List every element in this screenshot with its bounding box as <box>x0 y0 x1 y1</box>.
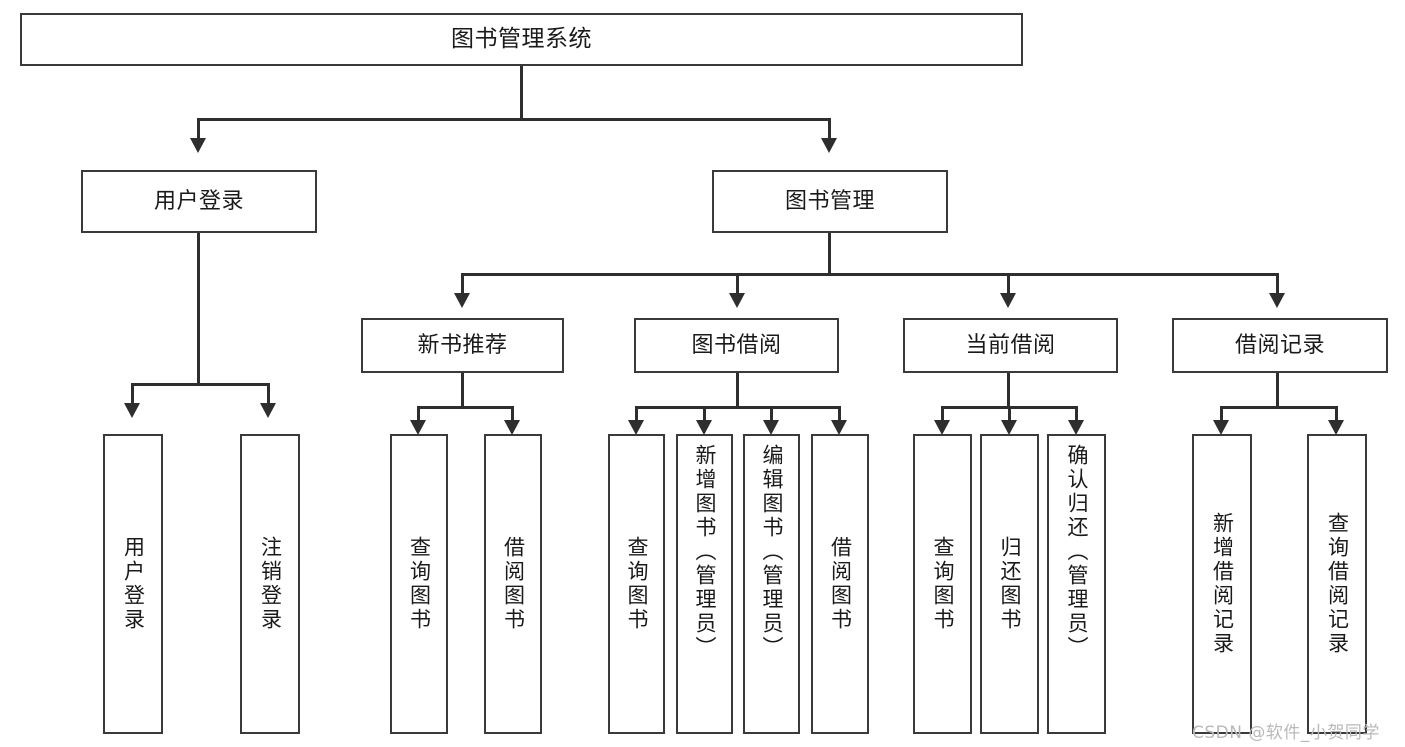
node-label: 借阅图书 <box>501 536 526 632</box>
node-label: 用户登录 <box>121 536 146 632</box>
node-label: 查询图书 <box>625 536 649 632</box>
connector-bb-leaf2 <box>703 406 706 422</box>
node-label: 查询图书 <box>931 536 955 632</box>
connector-cb-leaf2 <box>1008 406 1011 422</box>
connector-bm-to-new-book <box>461 273 464 295</box>
node-borrow-record[interactable]: 借阅记录 <box>1172 318 1388 373</box>
connector-root-to-book-manage <box>828 118 831 140</box>
arrowhead-br-leaf1 <box>1213 420 1229 435</box>
node-label: 注销登录 <box>258 536 283 632</box>
connector-ul-leaf1 <box>131 383 134 405</box>
connector-cb-leaf1 <box>941 406 944 422</box>
node-label: 新书推荐 <box>417 332 508 358</box>
node-label: 编辑图书（管理员） <box>760 444 784 660</box>
connector-nbr-leaf1 <box>417 406 420 422</box>
node-new-book-recommend[interactable]: 新书推荐 <box>361 318 564 373</box>
node-leaf-add-book[interactable]: 新增图书（管理员） <box>676 434 733 734</box>
node-leaf-add-record[interactable]: 新增借阅记录 <box>1192 434 1252 734</box>
connector-br-stem <box>1276 373 1279 408</box>
node-book-borrow[interactable]: 图书借阅 <box>634 318 839 373</box>
connector-cb-leaf3 <box>1075 406 1078 422</box>
connector-bb-leaf4 <box>838 406 841 422</box>
node-leaf-borrow-book-2[interactable]: 借阅图书 <box>811 434 869 734</box>
node-leaf-return-book[interactable]: 归还图书 <box>980 434 1039 734</box>
node-label: 查询图书 <box>407 536 432 632</box>
connector-user-login-bus <box>131 383 270 386</box>
arrowhead-cb-leaf1 <box>934 420 950 435</box>
connector-bb-bus <box>635 406 841 409</box>
node-label: 查询借阅记录 <box>1325 512 1350 656</box>
node-label: 用户登录 <box>153 188 244 214</box>
node-leaf-query-book-1[interactable]: 查询图书 <box>390 434 448 734</box>
node-label: 确认归还（管理员） <box>1065 444 1089 660</box>
connector-br-leaf1 <box>1220 406 1223 422</box>
connector-book-manage-stem <box>828 233 831 275</box>
connector-br-leaf2 <box>1335 406 1338 422</box>
connector-br-bus <box>1220 406 1338 409</box>
connector-bb-leaf1 <box>635 406 638 422</box>
node-label: 新增借阅记录 <box>1210 512 1235 656</box>
connector-bb-leaf3 <box>770 406 773 422</box>
node-leaf-borrow-book-1[interactable]: 借阅图书 <box>484 434 542 734</box>
node-label: 借阅记录 <box>1234 332 1325 358</box>
node-label: 归还图书 <box>998 536 1022 632</box>
arrowhead-cb-leaf2 <box>1001 420 1017 435</box>
arrowhead-to-user-login <box>190 138 206 153</box>
arrowhead-cb-leaf3 <box>1068 420 1084 435</box>
node-leaf-confirm-return[interactable]: 确认归还（管理员） <box>1047 434 1106 734</box>
connector-bm-to-current-borrow <box>1007 273 1010 295</box>
arrowhead-ul-leaf2 <box>260 403 276 418</box>
node-book-manage[interactable]: 图书管理 <box>712 170 948 233</box>
node-label: 图书管理系统 <box>451 25 592 52</box>
node-leaf-query-record[interactable]: 查询借阅记录 <box>1307 434 1367 734</box>
node-label: 新增图书（管理员） <box>693 444 717 660</box>
connector-ul-leaf2 <box>267 383 270 405</box>
arrowhead-ul-leaf1 <box>124 403 140 418</box>
connector-root-stem <box>520 66 523 120</box>
connector-bm-to-borrow-record <box>1276 273 1279 295</box>
arrowhead-to-borrow-record <box>1269 293 1285 308</box>
node-leaf-user-login[interactable]: 用户登录 <box>103 434 163 734</box>
arrowhead-bb-leaf1 <box>628 420 644 435</box>
arrowhead-to-book-manage <box>821 138 837 153</box>
node-label: 借阅图书 <box>828 536 853 632</box>
node-leaf-edit-book[interactable]: 编辑图书（管理员） <box>743 434 800 734</box>
arrowhead-br-leaf2 <box>1328 420 1344 435</box>
connector-nbr-stem <box>461 373 464 408</box>
arrowhead-nbr-leaf2 <box>504 420 520 435</box>
connector-root-to-user-login <box>197 118 200 140</box>
connector-user-login-stem <box>197 233 200 385</box>
csdn-watermark: CSDN @软件_小贺同学 <box>1192 723 1380 743</box>
arrowhead-to-current-borrow <box>1000 293 1016 308</box>
node-leaf-logout-login[interactable]: 注销登录 <box>240 434 300 734</box>
connector-bb-stem <box>736 373 739 408</box>
connector-book-manage-bus <box>461 273 1279 276</box>
node-current-borrow[interactable]: 当前借阅 <box>903 318 1118 373</box>
arrowhead-bb-leaf3 <box>763 420 779 435</box>
node-label: 当前借阅 <box>965 332 1056 358</box>
node-leaf-query-book-2[interactable]: 查询图书 <box>608 434 665 734</box>
arrowhead-to-book-borrow <box>729 293 745 308</box>
arrowhead-to-new-book-recommend <box>454 293 470 308</box>
node-leaf-query-book-3[interactable]: 查询图书 <box>913 434 972 734</box>
connector-nbr-bus <box>417 406 514 409</box>
arrowhead-bb-leaf2 <box>696 420 712 435</box>
connector-root-bus <box>197 118 831 121</box>
connector-bm-to-book-borrow <box>736 273 739 295</box>
node-label: 图书借阅 <box>691 332 782 358</box>
connector-nbr-leaf2 <box>511 406 514 422</box>
arrowhead-nbr-leaf1 <box>410 420 426 435</box>
node-root-system[interactable]: 图书管理系统 <box>20 13 1023 66</box>
connector-cb-stem <box>1007 373 1010 408</box>
node-user-login[interactable]: 用户登录 <box>81 170 317 233</box>
node-label: 图书管理 <box>784 188 875 214</box>
arrowhead-bb-leaf4 <box>831 420 847 435</box>
